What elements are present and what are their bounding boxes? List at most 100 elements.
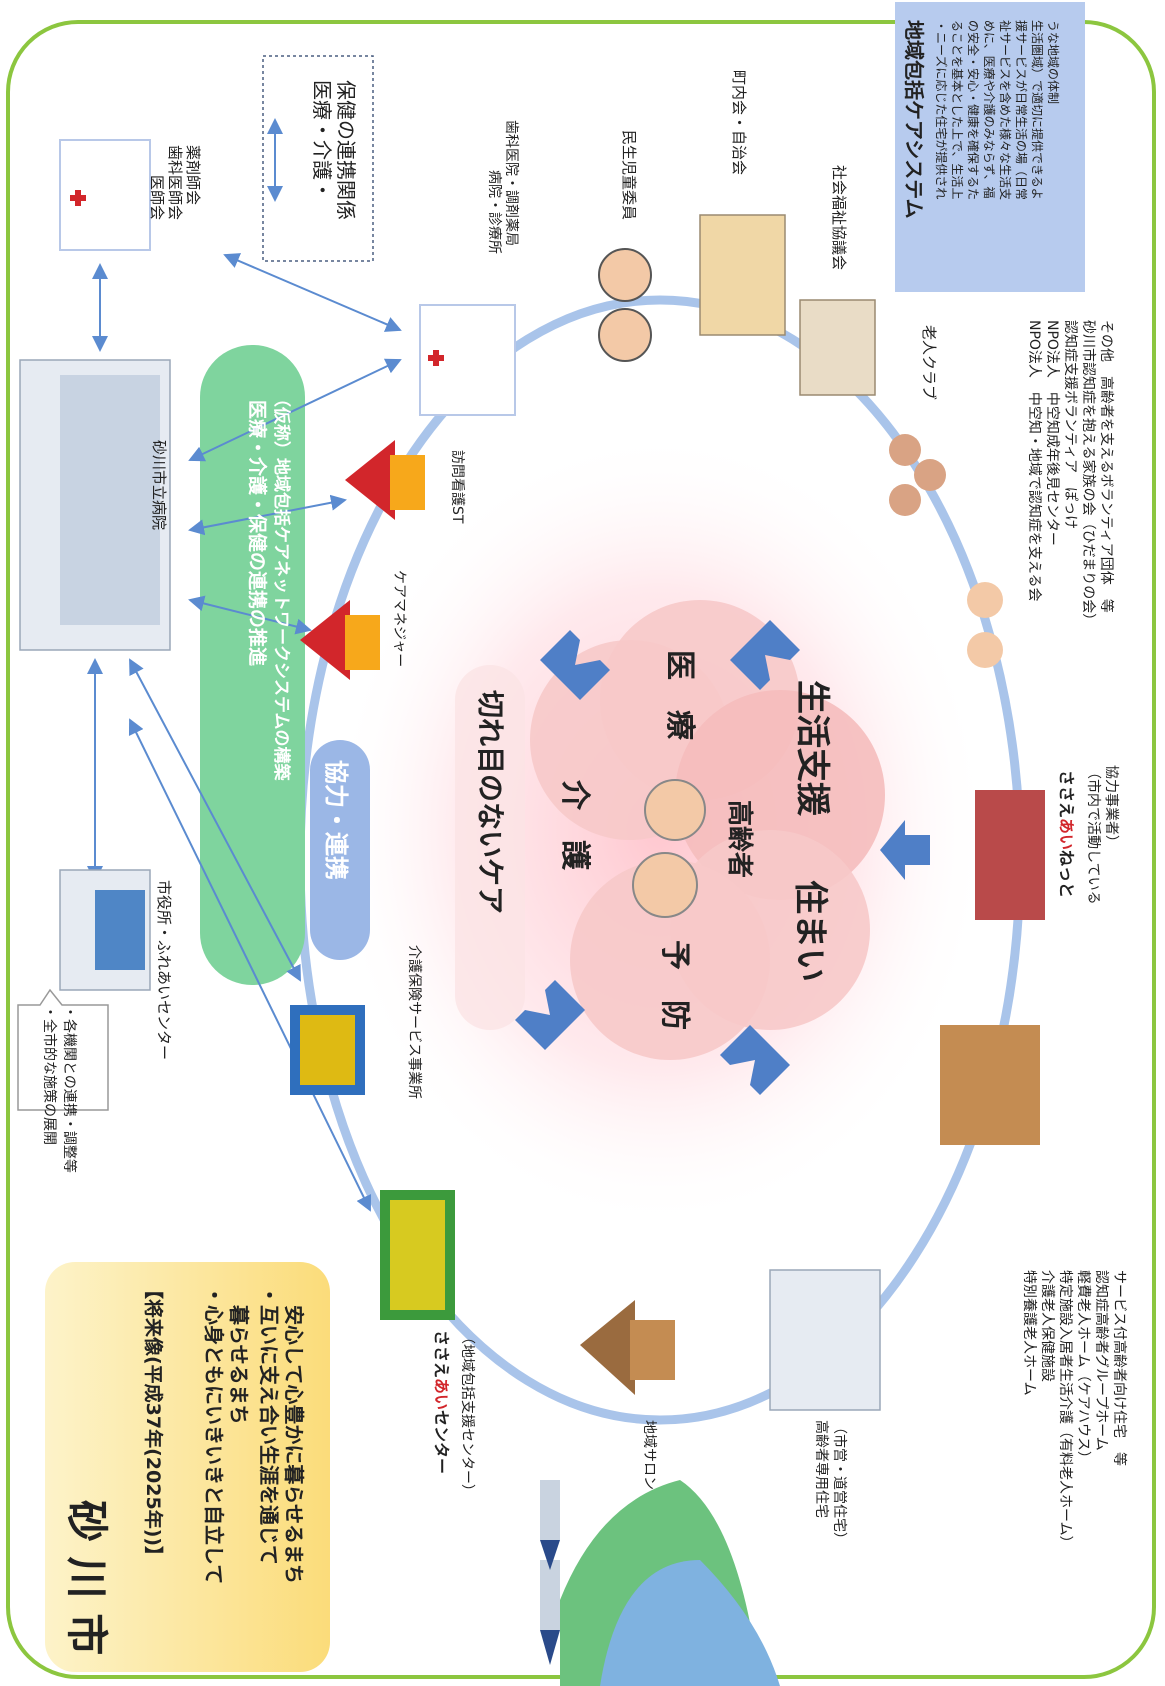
callout-line-1: ・全市的な施策の展開 — [41, 1005, 57, 1145]
city-hall-label: 市役所・ふれあいセンター — [155, 880, 173, 1061]
medical-assoc-body — [59, 139, 151, 251]
sasaeai-net-brand: ささえあいねっと — [1056, 770, 1080, 898]
care-label: 介 護 — [557, 780, 592, 870]
rocket-1 — [540, 1560, 560, 1630]
senior-club-person-1 — [889, 434, 921, 466]
people-npo — [967, 582, 1003, 668]
facility-line-2: 介護老人保健施設 — [1039, 1270, 1055, 1382]
salon-roof — [580, 1300, 635, 1395]
sasaeai-net-brand-2: あい — [1057, 818, 1076, 851]
sasaeai-net-desc-2: 協力事業者） — [1103, 765, 1119, 849]
salon-wall — [630, 1320, 675, 1380]
legend-line-2: 保健の連携関係 — [334, 80, 358, 220]
sasaeai-center-desc: （地域包括支援センター） — [459, 1330, 475, 1498]
visiting-nurse-roof — [345, 440, 395, 520]
commissioner-person-2 — [598, 308, 652, 362]
callout-box — [17, 988, 109, 1111]
social-welfare-body — [799, 299, 876, 396]
sasaeai-net-brand-1: ささえ — [1057, 770, 1076, 819]
city-name: 砂 川 市 — [62, 1500, 111, 1656]
green-band-line-2: （仮称）地域包括ケアネットワークシステムの構築 — [271, 390, 291, 781]
link-assoc-clinic — [223, 253, 402, 332]
facility-line-3: 特定施設入居者生活介護（有料老人ホーム） — [1057, 1270, 1073, 1550]
npo-person-2 — [967, 632, 1003, 668]
system-desc-7: 生活圏域）で適切に提供できるよ — [1030, 20, 1044, 200]
system-desc-3: の安全・安心・健康を確保するた — [966, 20, 980, 201]
facilities-building — [940, 1025, 1040, 1145]
medical-label: 医 療 — [662, 650, 697, 740]
rocket-2-tip — [540, 1540, 560, 1570]
social-welfare-label: 社会福祉協議会 — [830, 165, 848, 271]
rocket-1-tip — [540, 1630, 560, 1665]
hospital-building — [19, 359, 171, 651]
neighborhood-label: 町内会・自治会 — [730, 70, 748, 176]
arrow-inward-5 — [515, 980, 585, 1050]
sasaeai-center-brand-2: あい — [432, 1378, 451, 1411]
care-service-window — [300, 1015, 355, 1085]
facility-line-6: サービス付高齢者向け住宅 等 — [1111, 1270, 1127, 1466]
npo-person-1 — [967, 582, 1003, 618]
cooperation-label: 協力・連携 — [322, 760, 350, 880]
sasaeai-center-brand-1: ささえ — [432, 1330, 451, 1379]
facility-line-4: 軽費老人ホーム（ケアハウス） — [1075, 1270, 1091, 1466]
people-senior-club — [889, 434, 946, 516]
medical-assoc-cross-h — [75, 190, 81, 206]
system-desc-4: めに、医療や介護のみならず、福 — [982, 20, 996, 199]
city-hall-building — [59, 869, 151, 991]
sasaeai-net-desc-1: （市内で活動している — [1085, 765, 1101, 905]
neighborhood-body — [699, 214, 786, 336]
arrow-inward-3 — [880, 820, 930, 880]
link-hospital-clinic — [188, 358, 402, 462]
clinic-building — [419, 304, 516, 416]
npo-line-5: その他 高齢者を支えるボランティア団体 等 — [1098, 320, 1114, 613]
sasaeai-center-building — [380, 1190, 455, 1320]
system-desc-5: 祉サービスを含めた様々な生活支 — [998, 20, 1012, 201]
seamless-pill — [455, 665, 525, 1030]
arrow-inward-2 — [730, 620, 800, 690]
senior-club-person-3 — [889, 484, 921, 516]
senior-club-person-2 — [914, 459, 946, 491]
legend-box — [262, 55, 374, 262]
prevention-label: 予 防 — [657, 940, 692, 1030]
green-band-line-1: 医療・介護・保健の連携の推進 — [246, 400, 268, 667]
vision-line-4: 安心して心豊かに暮らせるまち — [282, 1285, 306, 1584]
community-salon-label: 地域サロン — [641, 1420, 657, 1490]
welfare-commissioner-label: 民生児童委員 — [620, 130, 638, 221]
npo-line-1: NPO法人 中空知・地域で認知症を支える会 — [1026, 320, 1042, 602]
hospital-label: 砂川市立病院 — [150, 440, 168, 531]
neighborhood-building — [699, 214, 786, 336]
arrow-inward-1 — [540, 630, 610, 700]
vision-line-2: 暮らせるまち — [227, 1285, 251, 1425]
facility-line-5: 認知症高齢者グループホーム — [1093, 1270, 1109, 1451]
elderly-face-b — [632, 852, 698, 918]
city-hall-glass — [95, 890, 145, 970]
vision-title: 【将来像(平成37年(2025年))】 — [142, 1280, 164, 1566]
elderly-housing-body — [769, 1269, 881, 1411]
petal-prevention — [570, 860, 770, 1060]
visiting-nurse-label: 訪問看護ST — [449, 450, 465, 524]
clinic-line-2: 歯科医院・調剤薬局 — [503, 120, 519, 246]
vision-box — [45, 1262, 330, 1672]
sasaeai-center-window — [390, 1200, 445, 1310]
care-manager-label: ケアマネジャー — [391, 570, 407, 668]
arrow-inward-4 — [720, 1025, 790, 1095]
sasaeai-net-body — [975, 790, 1045, 920]
water — [600, 1560, 780, 1686]
hospital-tower — [60, 375, 160, 625]
elderly-housing-line-2: （市営・道営住宅） — [831, 1420, 847, 1546]
link-cityhall-center — [128, 718, 372, 1212]
care-service-label: 介護保険サービス事業所 — [406, 945, 422, 1099]
housing-label: 住まい — [790, 880, 830, 982]
elderly-housing-building — [769, 1269, 881, 1411]
commissioner-people — [598, 248, 652, 362]
link-hospital-nurse — [188, 494, 347, 536]
living-support-label: 生活支援 — [792, 680, 832, 816]
system-desc-2: ることを基本とした上で、生活上 — [950, 20, 964, 200]
clinic-cross-h — [433, 350, 439, 366]
callout-line-2: ・各機関との連携・調整等 — [61, 1005, 77, 1173]
care-manager-roof — [300, 600, 350, 680]
care-manager-wall — [345, 615, 380, 670]
visiting-nurse-wall — [390, 455, 425, 510]
